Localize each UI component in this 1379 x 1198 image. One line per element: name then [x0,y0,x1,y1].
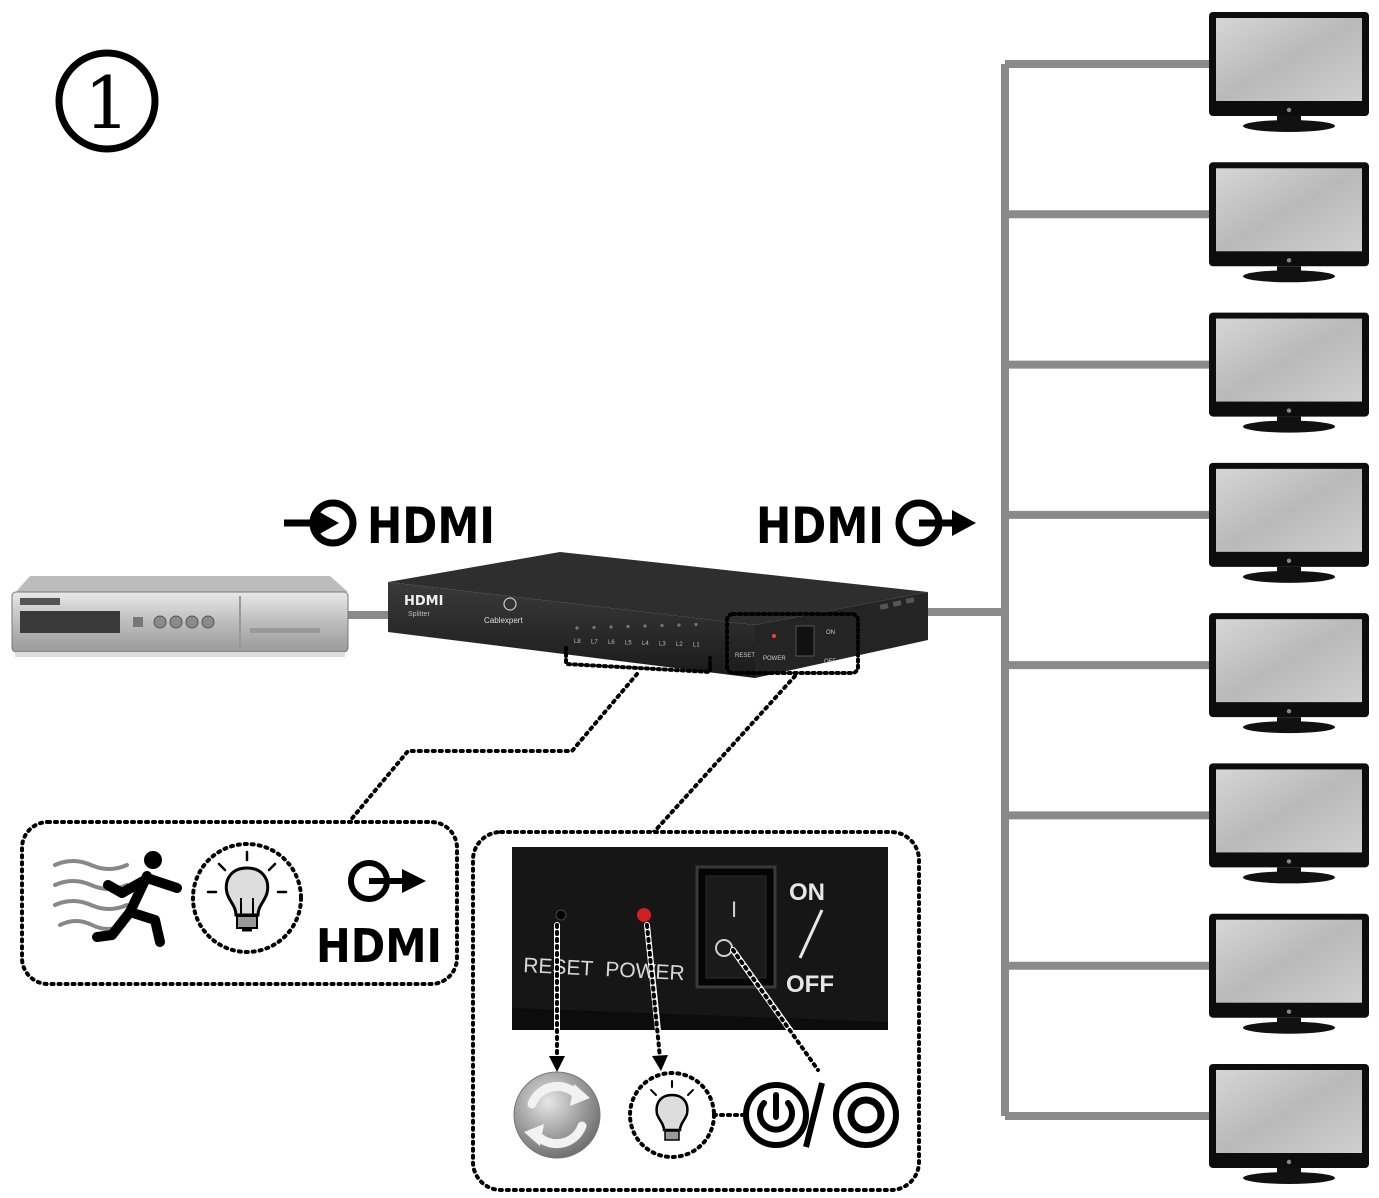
monitor-icon [1209,462,1369,583]
splitter-sub-text: Splitter [408,611,430,618]
splitter-logo-icon [503,597,517,611]
port-led-label: L4 [642,641,649,647]
input-hdmi-label: HDMI [284,497,495,555]
led-highlight-bracket [564,646,712,675]
cable-lines [345,60,1210,1120]
light-bulb-icon [191,842,303,954]
input-arrow-icon [309,499,357,547]
splitter-power-text: POWER [763,656,786,662]
monitor-icon [1209,162,1369,283]
power-on-icon [743,1082,809,1148]
switch-i-text: I [731,897,737,922]
port-led [677,623,681,627]
port-led-label: L6 [608,640,615,646]
source-dvd-player [11,576,349,657]
power-led [637,908,651,922]
monitor-icon [1209,1064,1369,1184]
dvd-display [20,611,120,633]
power-bulb-icon [628,1071,716,1159]
port-led-label: L3 [659,642,666,648]
input-hdmi-text: HDMI [367,497,495,555]
splitter-rocker-switch [795,625,815,657]
output-hdmi-text: HDMI [756,497,884,555]
monitor-icon [1209,12,1369,132]
closeup-power-text: POWER [605,958,685,985]
monitor-icon [1209,613,1369,734]
monitor-icon [1209,913,1369,1034]
port-led [575,626,579,630]
port-led [694,622,698,627]
splitter-power-led [772,634,776,638]
port-led [609,625,613,629]
output-hdmi-label: HDMI [756,497,976,555]
monitor-column [1209,12,1369,1184]
port-led-label: L7 [591,640,598,646]
closeup-off-text: OFF [786,971,834,998]
monitor-branches [1005,60,1210,1120]
switch-highlight-box [725,612,860,675]
power-slash [803,1082,825,1148]
step-number-text: 1 [84,61,130,145]
port-led [643,624,647,628]
port-led-label: L2 [676,642,683,648]
callout-leaders [347,672,797,835]
port-led [626,624,630,629]
monitor-icon [1209,312,1369,433]
reset-hole [555,909,567,921]
port-led-row: L8 L7 L6 L5 L4 L3 L2 L1 [574,622,700,649]
splitter-off-text: OFF [824,659,836,665]
port-led [660,623,664,628]
port-led [592,625,596,630]
power-off-icon [833,1082,899,1148]
switch-callout: RESET POWER I ON OFF [471,830,921,1192]
closeup-on-text: ON [789,879,825,906]
function-arrows [555,923,820,1072]
on-off-slash [798,909,824,959]
splitter-on-text: ON [826,630,835,636]
led-callout: HDMI [20,820,459,986]
port-led-label: L8 [574,639,581,645]
splitter-brand-text: HDMI [404,594,443,609]
running-man-icon [53,851,182,947]
port-led-label: L5 [625,641,632,647]
reset-refresh-icon [513,1071,601,1159]
splitter-maker-text: Cablexpert [484,616,523,625]
step-number-badge: 1 [55,49,159,153]
callout-hdmi-text: HDMI [316,919,442,973]
monitor-icon [1209,763,1369,884]
splitter-reset-text: RESET [735,653,755,659]
port-led-label: L1 [693,643,700,649]
